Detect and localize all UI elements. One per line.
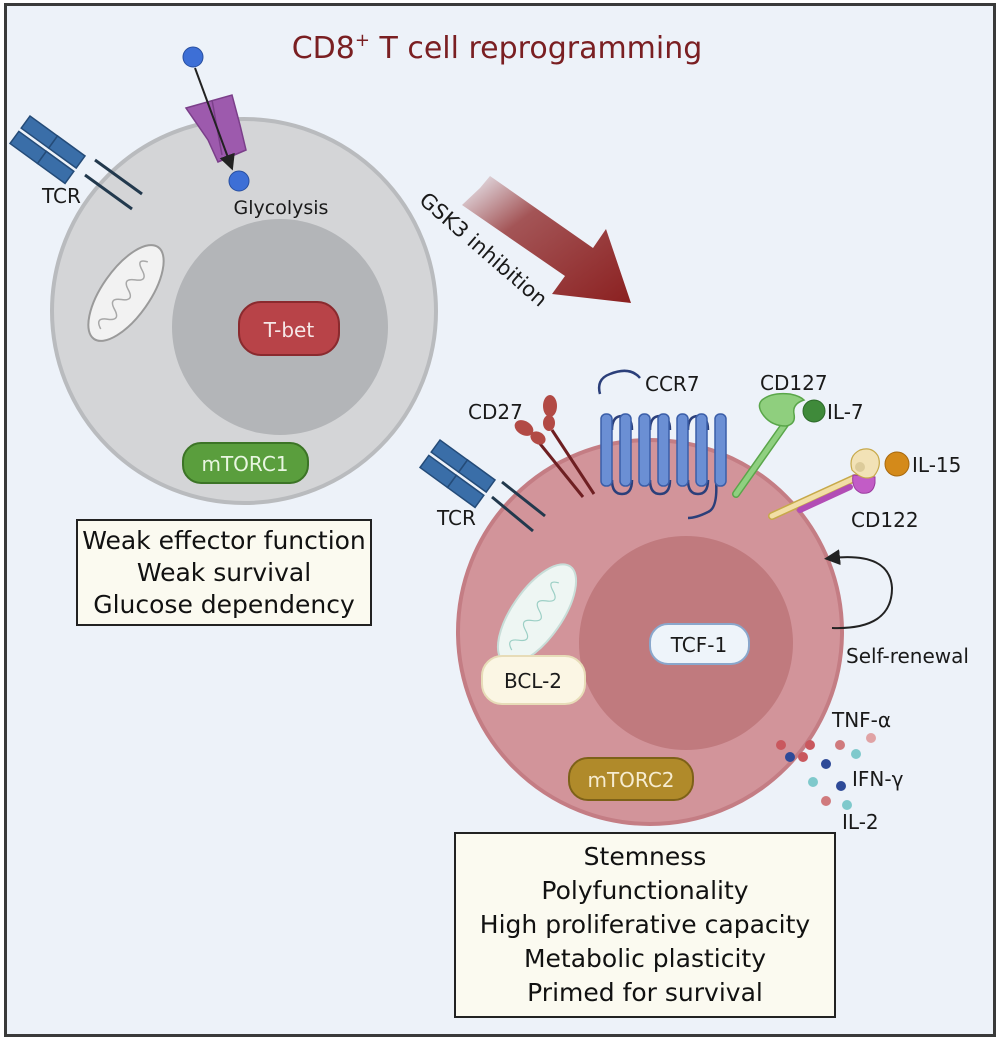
il15-label: IL-15 — [912, 453, 961, 477]
ccr7-receptor-icon — [597, 369, 727, 520]
svg-text:mTORC2: mTORC2 — [587, 768, 674, 792]
mitochondrion-icon — [87, 244, 165, 342]
tcf1-badge: TCF-1 — [649, 623, 750, 665]
self-renewal-label: Self-renewal — [846, 644, 969, 668]
phenotype-item: Weak survival — [136, 558, 312, 587]
svg-text:BCL-2: BCL-2 — [504, 669, 562, 693]
left-phenotype-box: Weak effector function Weak survival Glu… — [76, 519, 372, 626]
il7-cytokine-icon — [802, 399, 826, 423]
svg-text:TCF-1: TCF-1 — [670, 633, 727, 657]
phenotype-item: High proliferative capacity — [479, 910, 811, 939]
phenotype-item: Weak effector function — [82, 526, 366, 555]
tbet-badge: T-bet — [238, 301, 340, 356]
cd27-receptor-icon — [514, 395, 596, 498]
gsk3-inhibition-arrow — [462, 176, 631, 303]
mtorc1-badge: mTORC1 — [182, 442, 309, 484]
il15-cytokine-icon — [884, 451, 910, 477]
right-phenotype-box: Stemness Polyfunctionality High prolifer… — [454, 832, 836, 1018]
il2-label: IL-2 — [842, 810, 879, 834]
cd127-label: CD127 — [760, 371, 828, 395]
glycolysis-label: Glycolysis — [234, 197, 329, 219]
figure-title: CD8+ T cell reprogramming — [292, 30, 703, 66]
self-renewal-arrow-icon — [824, 549, 894, 630]
secreted-cytokines-icon — [776, 733, 876, 810]
phenotype-item: Metabolic plasticity — [523, 944, 767, 973]
ccr7-label: CCR7 — [645, 372, 700, 396]
phenotype-item: Stemness — [583, 842, 707, 871]
tcr-label-left: TCR — [41, 184, 81, 208]
phenotype-item: Polyfunctionality — [541, 876, 749, 905]
glucose-uptake-arrow — [194, 67, 235, 171]
cd122-label: CD122 — [851, 508, 919, 532]
tcr-receptor-icon — [418, 438, 546, 533]
svg-text:mTORC1: mTORC1 — [201, 452, 288, 476]
ifn-gamma-label: IFN-γ — [852, 767, 904, 791]
il7-label: IL-7 — [827, 400, 864, 424]
cd27-label: CD27 — [468, 400, 523, 424]
phenotype-item: Glucose dependency — [93, 590, 355, 619]
tnf-alpha-label: TNF-α — [831, 708, 891, 732]
svg-text:T-bet: T-bet — [263, 318, 315, 342]
cd127-receptor-icon — [732, 392, 806, 498]
glucose-molecule-icon — [228, 170, 250, 192]
phenotype-item: Primed for survival — [527, 978, 763, 1007]
tcr-receptor-icon — [8, 114, 143, 211]
right-cell: BCL-2 TCF-1 mTORC2 TCR — [418, 369, 969, 834]
mtorc2-badge: mTORC2 — [568, 757, 694, 801]
bcl2-badge: BCL-2 — [481, 655, 586, 705]
cd122-receptor-icon — [768, 448, 880, 520]
left-cell: T-bet mTORC1 TCR Glycolysis — [8, 46, 438, 505]
tcr-label-right: TCR — [436, 506, 476, 530]
glucose-molecule-icon — [182, 46, 204, 68]
